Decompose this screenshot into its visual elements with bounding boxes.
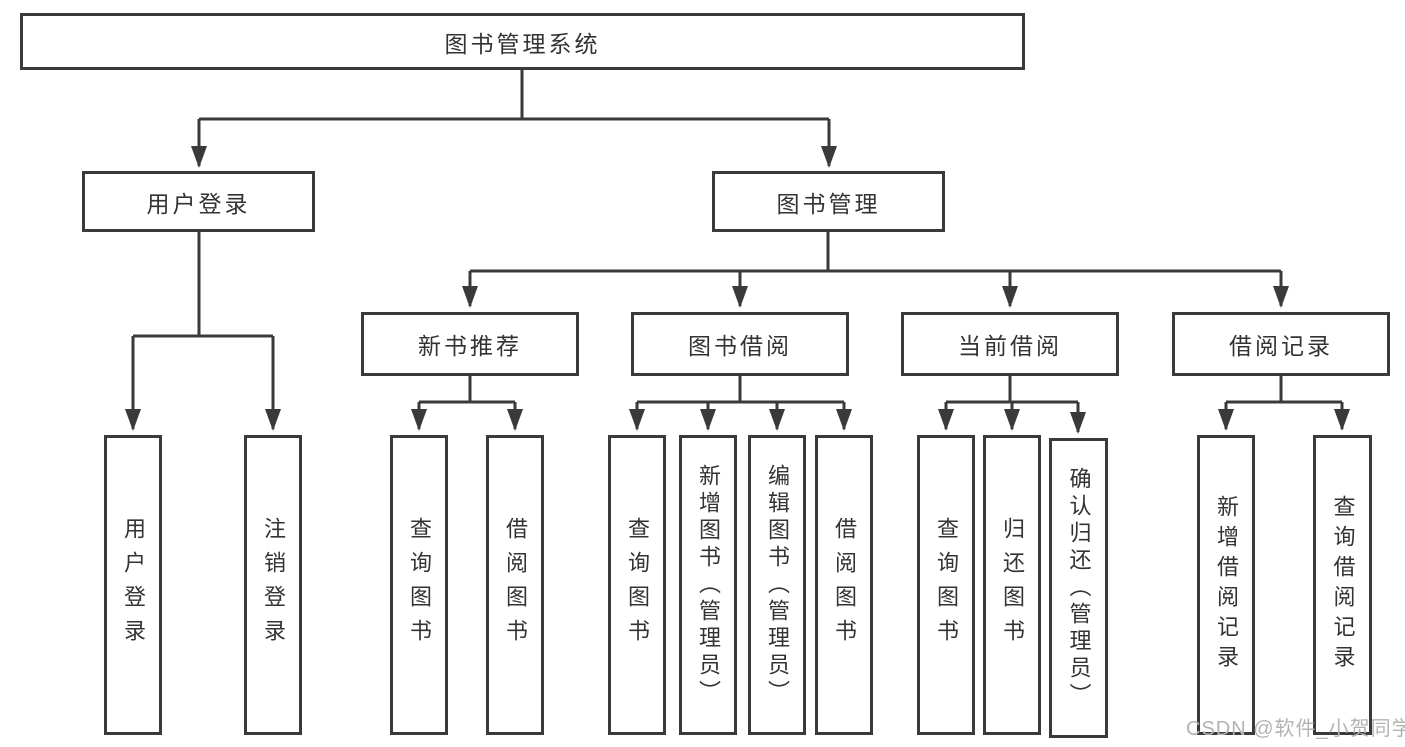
node-user-login: 用户登录 <box>82 171 315 232</box>
leaf-confirm-return-admin-label: 确认归还（管理员） <box>1066 466 1092 710</box>
leaf-query-books-current: 查询图书 <box>917 435 975 735</box>
leaf-logout: 注销登录 <box>244 435 302 735</box>
node-current-borrow: 当前借阅 <box>901 312 1119 376</box>
leaf-query-books-recommend-label: 查询图书 <box>407 517 432 653</box>
leaf-edit-books-admin: 编辑图书（管理员） <box>748 435 806 735</box>
watermark: CSDN @软件_小贺同学 <box>1186 718 1405 740</box>
leaf-logout-label: 注销登录 <box>261 517 286 653</box>
leaf-query-books-recommend: 查询图书 <box>390 435 448 735</box>
leaf-add-borrow-record: 新增借阅记录 <box>1197 435 1255 735</box>
leaf-borrow-books-recommend-label: 借阅图书 <box>503 517 528 653</box>
node-book-management-label: 图书管理 <box>776 190 881 217</box>
leaf-confirm-return-admin: 确认归还（管理员） <box>1049 438 1108 738</box>
node-borrow-records-label: 借阅记录 <box>1229 333 1333 359</box>
leaf-return-books-label: 归还图书 <box>1000 517 1025 653</box>
leaf-borrow-books-label: 借阅图书 <box>832 517 857 653</box>
leaf-query-borrow-record: 查询借阅记录 <box>1313 435 1372 735</box>
leaf-query-books-borrow-label: 查询图书 <box>625 517 650 653</box>
leaf-user-login: 用户登录 <box>104 435 162 735</box>
node-new-book-recommend-label: 新书推荐 <box>418 333 522 359</box>
leaf-add-books-admin: 新增图书（管理员） <box>679 435 737 735</box>
node-book-management: 图书管理 <box>712 171 945 232</box>
node-current-borrow-label: 当前借阅 <box>958 333 1062 359</box>
leaf-user-login-label: 用户登录 <box>121 517 146 653</box>
leaf-query-books-current-label: 查询图书 <box>934 517 959 653</box>
leaf-borrow-books: 借阅图书 <box>815 435 873 735</box>
leaf-borrow-books-recommend: 借阅图书 <box>486 435 544 735</box>
leaf-query-books-borrow: 查询图书 <box>608 435 666 735</box>
node-borrow-records: 借阅记录 <box>1172 312 1390 376</box>
leaf-query-borrow-record-label: 查询借阅记录 <box>1330 495 1356 675</box>
leaf-edit-books-admin-label: 编辑图书（管理员） <box>765 463 790 707</box>
node-root-label: 图书管理系统 <box>444 30 601 57</box>
node-new-book-recommend: 新书推荐 <box>361 312 579 376</box>
node-root: 图书管理系统 <box>20 13 1025 70</box>
node-book-borrow: 图书借阅 <box>631 312 849 376</box>
leaf-add-borrow-record-label: 新增借阅记录 <box>1214 495 1239 675</box>
leaf-return-books: 归还图书 <box>983 435 1041 735</box>
node-book-borrow-label: 图书借阅 <box>688 333 792 359</box>
node-user-login-label: 用户登录 <box>146 190 251 217</box>
leaf-add-books-admin-label: 新增图书（管理员） <box>696 463 721 707</box>
